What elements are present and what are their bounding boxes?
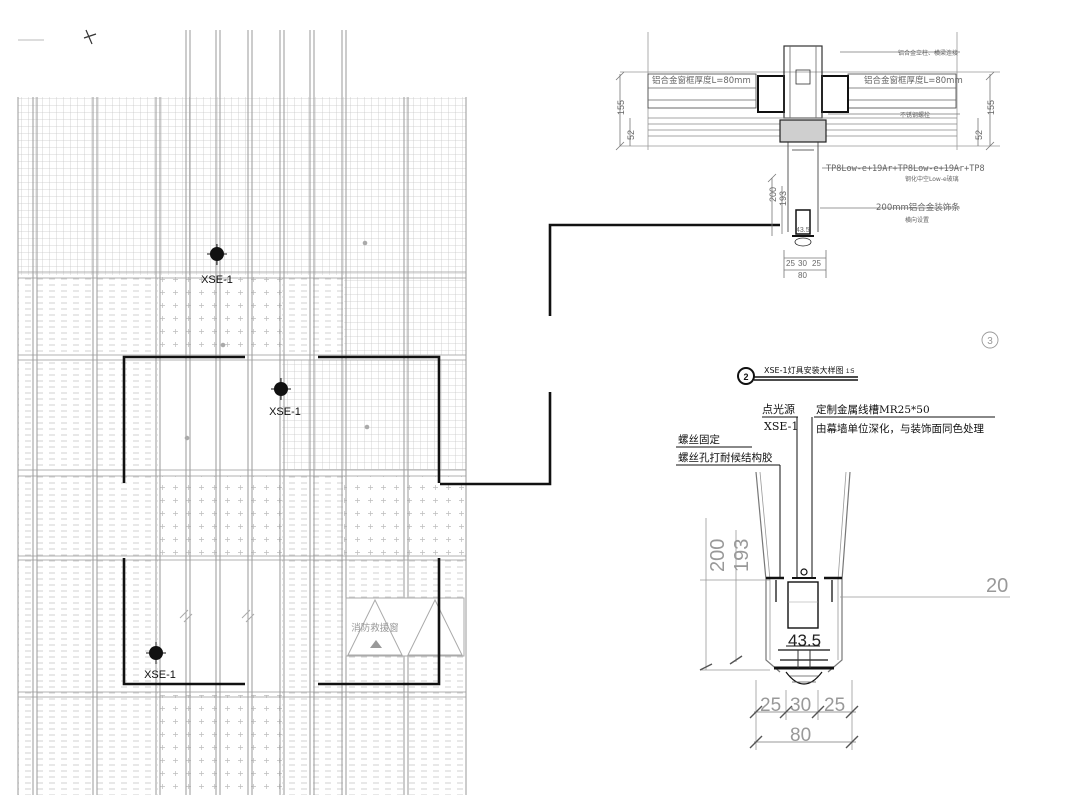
dash-band [18,560,158,695]
callout-leader [440,223,780,486]
detail-scale: 1:5 [846,369,855,375]
dash-band [18,275,158,355]
glass-spec: TP8Low-e+19Ar+TP8Low-e+19Ar+TP8 [826,164,985,174]
glass-reflection-marks [179,609,255,623]
rescue-window-label: 消防救援窗 [351,622,399,634]
dim-155: 155 [616,100,626,115]
dim-25-left: 25 [786,259,795,268]
dim-200: 200 [707,539,729,572]
top-section-detail [615,32,1000,278]
marker-label: XSE-1 [144,669,176,681]
detail-ref-number: 3 [987,336,993,347]
top-section-labels: 铝合金窗框厚度L=80mm 铝合金窗框厚度L=80mm 铝合金立柱、横梁连接 不… [616,49,996,280]
top-note: 铝合金立柱、横梁连接 [898,49,958,57]
dim-193: 193 [731,539,753,572]
dim-30: 30 [798,259,807,268]
dash-band [18,360,158,470]
callout-brackets [122,355,441,686]
north-mark-icon [83,29,97,45]
detail-number: 2 [743,372,748,382]
dim-30: 30 [790,695,811,716]
dim-25-left: 25 [760,695,781,716]
dim-43-5: 43.5 [796,227,810,234]
thickness-label-right: 铝合金窗框厚度L=80mm [864,75,963,86]
label-point-source: 点光源 [762,402,795,416]
cross-band [344,476,466,556]
fire-rescue-window: 消防救援窗 [345,597,465,657]
dim-52-right: 52 [974,130,984,140]
light-fixture-section [699,471,1010,750]
light-marker[interactable]: XSE-1 [144,642,176,681]
dim-25-right: 25 [812,259,821,268]
dim-80: 80 [798,271,807,280]
dash-band [282,476,344,556]
marker-label: XSE-1 [269,406,301,418]
dim-43-5: 43.5 [788,631,821,650]
dim-20: 20 [986,575,1008,597]
anchor-dots [184,240,370,441]
dim-80: 80 [790,725,811,746]
dim-25-right: 25 [824,695,845,716]
label-screw-glue: 螺丝孔打耐候结构胶 [678,451,773,464]
dim-193: 193 [778,191,788,206]
dash-band [282,560,344,695]
fin-note: 200mm铝合金装饰条 [876,202,960,213]
label-channel-note: 由幕墙单位深化，与装饰面同色处理 [816,422,984,435]
glass-sub: 钢化中空Low-e玻璃 [905,175,959,183]
dash-band [282,695,466,795]
detail-dimensions: 200 193 20 43.5 25 30 25 80 [707,539,1008,746]
light-marker[interactable]: XSE-1 [201,244,233,286]
dim-200: 200 [768,187,778,202]
light-marker[interactable]: XSE-1 [269,378,301,418]
dim-155-right: 155 [986,100,996,115]
dash-band [18,476,158,556]
grid-band [282,360,466,470]
detail-title: XSE-1灯具安装大样图 [764,365,844,375]
detail-title-block: 2 XSE-1灯具安装大样图 1:5 [737,365,858,385]
mid-note: 不锈钢螺栓 [900,111,930,119]
label-screw: 螺丝固定 [678,433,720,446]
mullion-lines [17,30,467,795]
grid-band [344,275,466,355]
marker-label: XSE-1 [201,274,233,286]
label-channel: 定制金属线槽MR25*50 [816,403,930,416]
grid-hatch-band-top [18,97,466,275]
detail-ref-3: 3 [981,331,999,349]
dash-band [18,695,158,795]
facade-elevation: 消防救援窗 XSE-1 XSE-1 XSE-1 [17,29,780,795]
fin-sub: 横向设置 [905,216,929,224]
dash-band [282,275,344,355]
dim-52: 52 [626,130,636,140]
detail-leader-lines [676,416,995,578]
thickness-label-left: 铝合金窗框厚度L=80mm [652,75,751,86]
detail-labels: 点光源 XSE-1 定制金属线槽MR25*50 由幕墙单位深化，与装饰面同色处理… [678,402,984,464]
label-xse: XSE-1 [764,420,798,433]
